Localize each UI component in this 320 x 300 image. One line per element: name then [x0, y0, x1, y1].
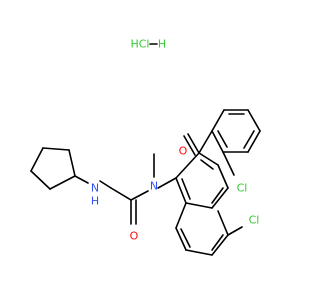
hcl-label: HCl: [130, 38, 149, 51]
ch2-amine-bond: [99, 180, 112, 189]
chlorophenyl-ring: [211, 109, 261, 153]
molecule-structure: HCl H O Cl Cl: [30, 38, 261, 256]
amine-cyclopentyl-bond: [74, 175, 89, 184]
amide-carbon-bond: [130, 190, 149, 201]
para-cl-bond: [227, 226, 243, 236]
carbonyl-double-bond-1b: [183, 135, 196, 156]
lower-chlorophenyl-ring: [175, 152, 229, 256]
cyclopentyl-ring: [30, 147, 76, 190]
ortho-cl-bond: [222, 151, 235, 176]
ch2-bond: [110, 187, 132, 201]
amide-nitrogen: N: [150, 180, 158, 193]
amide-n-ring-bond: [157, 177, 177, 189]
ortho-chlorine: Cl: [237, 182, 248, 195]
amine-hydrogen: H: [91, 195, 99, 208]
carbonyl-oxygen-1: O: [179, 145, 188, 158]
carbonyl-oxygen-2: O: [130, 230, 139, 243]
benzoyl-carbon-bond: [198, 130, 213, 154]
carbonyl-double-bond-1a: [187, 133, 200, 154]
hcl-h-label: H: [158, 38, 166, 51]
para-chlorine: Cl: [249, 214, 260, 227]
amine-nitrogen: N: [91, 182, 99, 195]
